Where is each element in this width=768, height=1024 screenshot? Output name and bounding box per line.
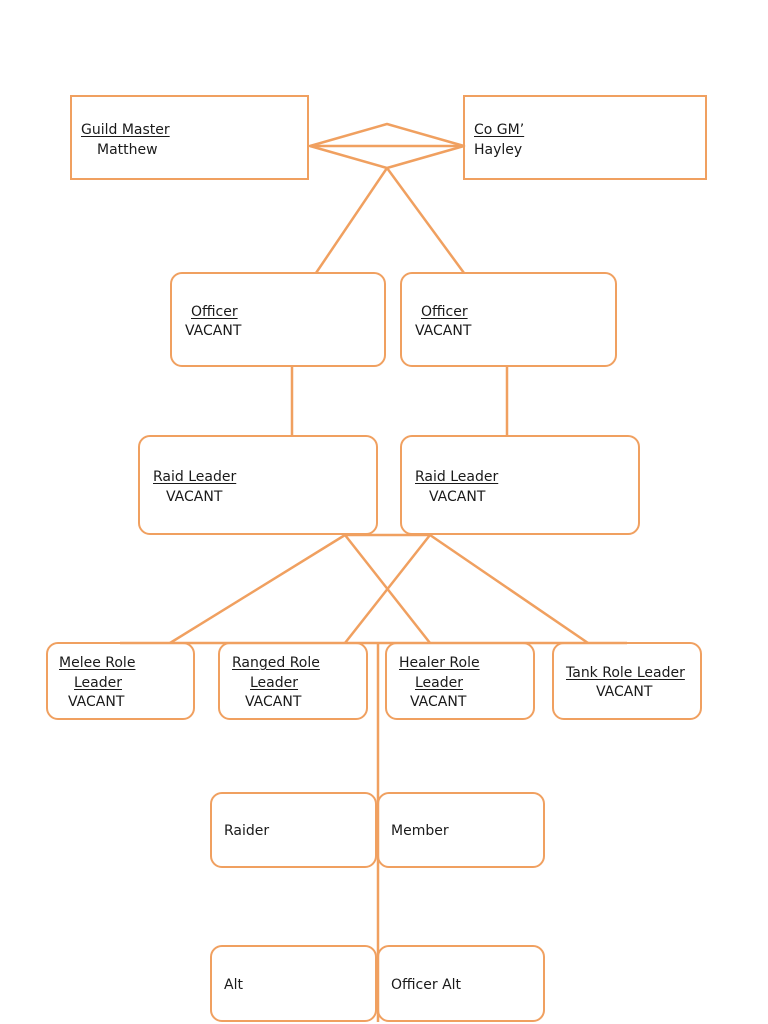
ranged-role-leader-title-1: Ranged Role: [232, 655, 320, 671]
raider-box: Raider: [210, 792, 377, 868]
raid-leader-1-title: Raid Leader: [153, 469, 237, 485]
officer-1-name: VACANT: [185, 323, 242, 339]
connector-raid-leader-2-ranged: [344, 534, 431, 644]
melee-role-leader-box: Melee Role Leader VACANT: [46, 642, 195, 720]
officer-box-1: Officer VACANT: [170, 272, 386, 367]
co-gm-name: Hayley: [474, 142, 523, 158]
alt-box: Alt: [210, 945, 377, 1022]
healer-role-leader-title-1: Healer Role: [399, 655, 480, 671]
officer-2-name: VACANT: [415, 323, 472, 339]
co-gm-box: Co GM’ Hayley: [463, 95, 707, 180]
healer-role-leader-title-2: Leader: [415, 675, 464, 691]
officer-alt-box: Officer Alt: [377, 945, 545, 1022]
officer-2-title: Officer: [421, 304, 468, 320]
melee-role-leader-title-2: Leader: [74, 675, 123, 691]
connector-diamond-officer-2: [385, 167, 466, 274]
healer-role-leader-box: Healer Role Leader VACANT: [385, 642, 535, 720]
raider-label: Raider: [224, 823, 270, 839]
raid-leader-box-1: Raid Leader VACANT: [138, 435, 378, 535]
healer-role-leader-name: VACANT: [410, 694, 467, 710]
melee-role-leader-title-1: Melee Role: [59, 655, 136, 671]
officer-box-2: Officer VACANT: [400, 272, 617, 367]
raid-leader-1-name: VACANT: [166, 489, 223, 505]
tank-role-leader-title: Tank Role Leader: [566, 665, 685, 681]
officer-alt-label: Officer Alt: [391, 977, 462, 993]
ranged-role-leader-box: Ranged Role Leader VACANT: [218, 642, 368, 720]
tank-role-leader-name: VACANT: [596, 684, 653, 700]
guild-master-title: Guild Master: [81, 122, 170, 138]
co-gm-title: Co GM’: [474, 122, 525, 138]
connector-raid-leader-1-melee: [169, 533, 346, 645]
guild-master-box: Guild Master Matthew: [70, 95, 309, 180]
officer-1-title: Officer: [191, 304, 238, 320]
connector-diamond-officer-1: [314, 167, 389, 274]
member-box: Member: [377, 792, 545, 868]
raid-leader-box-2: Raid Leader VACANT: [400, 435, 640, 535]
raid-leader-2-name: VACANT: [429, 489, 486, 505]
melee-role-leader-name: VACANT: [68, 694, 125, 710]
ranged-role-leader-name: VACANT: [245, 694, 302, 710]
alt-label: Alt: [224, 977, 243, 993]
guild-master-name: Matthew: [97, 142, 158, 158]
member-label: Member: [391, 823, 449, 839]
raid-leader-2-title: Raid Leader: [415, 469, 499, 485]
connector-raid-leader-2-tank: [429, 533, 589, 645]
tank-role-leader-box: Tank Role Leader VACANT: [552, 642, 702, 720]
ranged-role-leader-title-2: Leader: [250, 675, 299, 691]
